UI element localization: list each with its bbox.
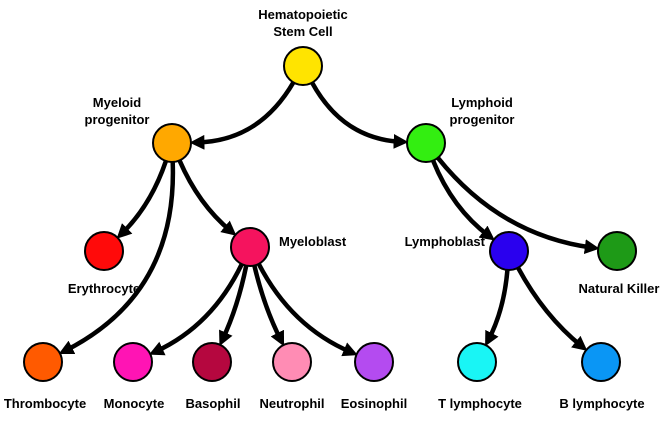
label-lymphoid-line-1: Lymphoid bbox=[451, 95, 513, 110]
label-myeloid: Myeloid progenitor bbox=[85, 95, 150, 127]
node-blymph bbox=[581, 342, 621, 382]
label-hsc-line-1: Hematopoietic bbox=[258, 7, 348, 22]
label-myeloid-line-1: Myeloid bbox=[93, 95, 141, 110]
label-eosinophil: Eosinophil bbox=[341, 396, 407, 411]
edge-myeloid-to-myeloblast bbox=[177, 158, 237, 236]
node-thrombocyte bbox=[23, 342, 63, 382]
edge-lymphoblast-to-tlymph bbox=[485, 267, 510, 347]
label-lymphoid: Lymphoid progenitor bbox=[450, 95, 515, 127]
label-monocyte: Monocyte bbox=[104, 396, 165, 411]
node-eosinophil bbox=[354, 342, 394, 382]
edge-myeloid-to-thrombocyte bbox=[58, 159, 176, 355]
label-thrombocyte: Thrombocyte bbox=[4, 396, 86, 411]
edge-hsc-to-lymphoid bbox=[309, 80, 409, 149]
node-neutrophil bbox=[272, 342, 312, 382]
nodes-layer bbox=[23, 46, 637, 382]
label-lymphoblast: Lymphoblast bbox=[405, 234, 486, 249]
label-nk-line-1: Natural Killer bbox=[579, 281, 660, 296]
node-erythrocyte bbox=[84, 231, 124, 271]
node-nk bbox=[597, 231, 637, 271]
edge-myeloblast-to-basophil bbox=[219, 263, 249, 347]
edge-myeloblast-to-neutrophil bbox=[252, 263, 285, 347]
node-basophil bbox=[192, 342, 232, 382]
label-erythrocyte-line-1: Erythrocyte bbox=[68, 281, 140, 296]
label-nk: Natural Killer bbox=[579, 281, 660, 296]
node-hsc bbox=[283, 46, 323, 86]
node-lymphoid bbox=[406, 123, 446, 163]
edge-myeloid-to-erythrocyte bbox=[116, 158, 169, 239]
edge-lymphoid-to-nk bbox=[435, 155, 600, 255]
edge-myeloblast-to-monocyte bbox=[148, 261, 245, 356]
label-erythrocyte: Erythrocyte bbox=[68, 281, 140, 296]
label-monocyte-line-1: Monocyte bbox=[104, 396, 165, 411]
label-neutrophil-line-1: Neutrophil bbox=[260, 396, 325, 411]
label-neutrophil: Neutrophil bbox=[260, 396, 325, 411]
label-myeloid-line-2: progenitor bbox=[85, 112, 150, 127]
label-lymphoid-line-2: progenitor bbox=[450, 112, 515, 127]
edges-layer bbox=[58, 80, 600, 357]
edge-myeloblast-to-eosinophil bbox=[256, 261, 358, 357]
node-lymphoblast bbox=[489, 231, 529, 271]
label-blymph: B lymphocyte bbox=[559, 396, 644, 411]
node-myeloblast bbox=[230, 227, 270, 267]
edge-lymphoid-to-lymphoblast bbox=[430, 158, 495, 241]
label-eosinophil-line-1: Eosinophil bbox=[341, 396, 407, 411]
edge-hsc-to-myeloid bbox=[189, 80, 296, 150]
label-tlymph: T lymphocyte bbox=[438, 396, 522, 411]
label-tlymph-line-1: T lymphocyte bbox=[438, 396, 522, 411]
label-myeloblast: Myeloblast bbox=[279, 234, 347, 249]
label-thrombocyte-line-1: Thrombocyte bbox=[4, 396, 86, 411]
edge-lymphoblast-to-blymph bbox=[515, 265, 588, 351]
node-tlymph bbox=[457, 342, 497, 382]
label-myeloblast-line-1: Myeloblast bbox=[279, 234, 347, 249]
label-lymphoblast-line-1: Lymphoblast bbox=[405, 234, 486, 249]
node-monocyte bbox=[113, 342, 153, 382]
label-basophil: Basophil bbox=[186, 396, 241, 411]
label-basophil-line-1: Basophil bbox=[186, 396, 241, 411]
label-hsc-line-2: Stem Cell bbox=[273, 24, 332, 39]
label-blymph-line-1: B lymphocyte bbox=[559, 396, 644, 411]
node-myeloid bbox=[152, 123, 192, 163]
